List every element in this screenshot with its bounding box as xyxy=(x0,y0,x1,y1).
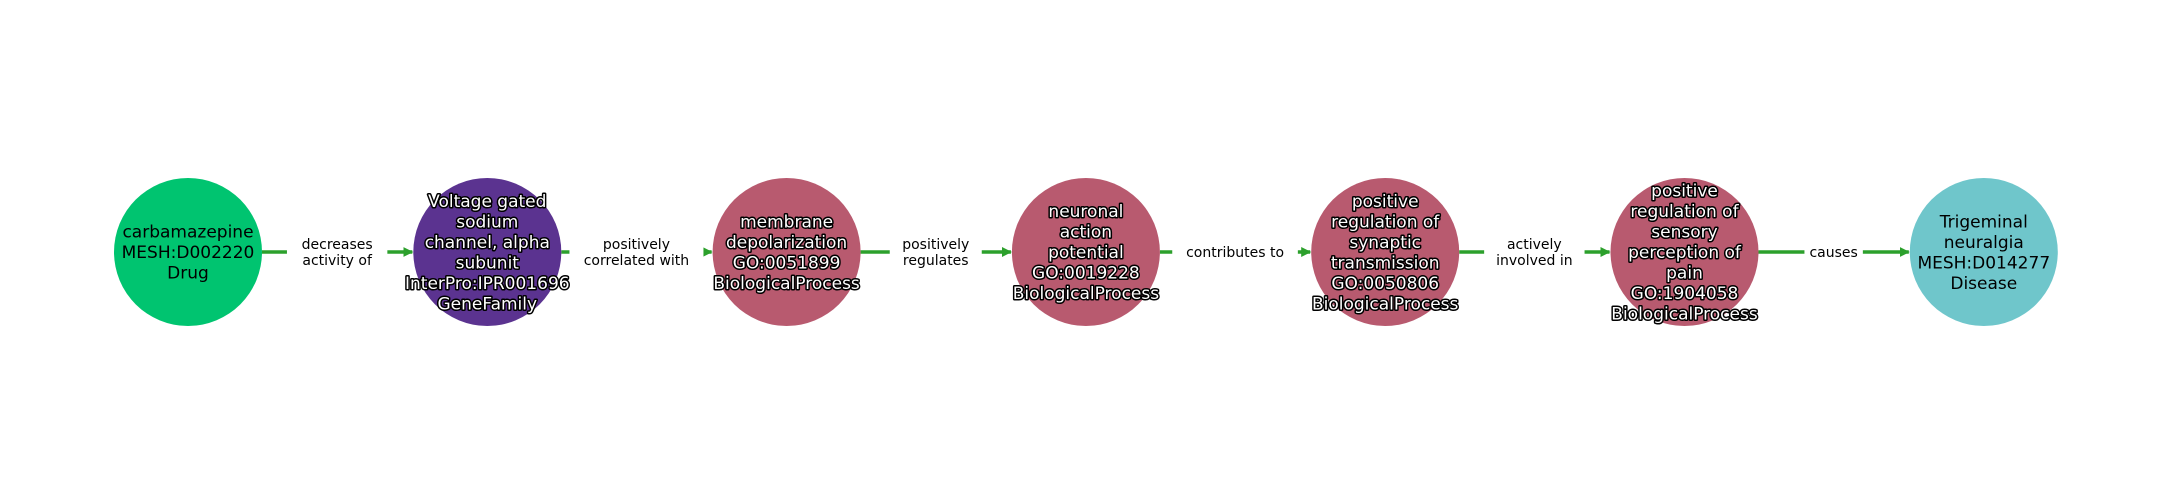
node-label-line: perception of xyxy=(1628,243,1742,263)
node-label-line: transmission xyxy=(1331,253,1440,273)
edge-label-line: activity of xyxy=(302,253,373,269)
edge-label-line: regulates xyxy=(903,253,969,269)
node-label-line: Disease xyxy=(1950,274,2017,294)
node-label-line: depolarization xyxy=(726,233,847,253)
node-label-line: BiologicalProcess xyxy=(1312,294,1459,314)
node-label-line: potential xyxy=(1048,243,1124,263)
edge-label-background xyxy=(889,234,982,270)
edge-label-background xyxy=(1172,242,1298,262)
node-circle xyxy=(114,178,262,326)
node-label-line: MESH:D002220 xyxy=(122,243,255,263)
node-label-line: GO:0050806 xyxy=(1331,274,1439,294)
node-label-line: channel, alpha xyxy=(425,233,550,253)
edge-label-line: positively xyxy=(603,237,670,253)
node-circle xyxy=(712,178,861,326)
edge-label: causes xyxy=(1809,245,1857,261)
edge-label-line: actively xyxy=(1507,237,1562,253)
node-circle xyxy=(1610,178,1759,326)
node-label-line: Trigeminal xyxy=(1939,212,2028,232)
node-label-line: positive xyxy=(1651,182,1718,202)
node-label-line: BiologicalProcess xyxy=(1611,305,1758,325)
node-label-line: BiologicalProcess xyxy=(713,274,860,294)
edge-label-background xyxy=(569,234,704,270)
node-label-line: synaptic xyxy=(1349,233,1421,253)
node-label-line: InterPro:IPR001696 xyxy=(405,274,570,294)
node-label-line: pain xyxy=(1666,264,1703,284)
node-label-line: action xyxy=(1060,223,1112,243)
edge-label-background xyxy=(1804,242,1863,262)
node-label-line: MESH:D014277 xyxy=(1917,253,2050,273)
node-circle xyxy=(1909,178,2058,326)
edge-label-background xyxy=(1484,234,1585,270)
node-label-line: membrane xyxy=(740,212,833,232)
node-label-line: BiologicalProcess xyxy=(1013,284,1160,304)
edge-label-line: causes xyxy=(1809,245,1857,261)
node-label-line: GO:1904058 xyxy=(1631,284,1739,304)
edge-label-line: decreases xyxy=(302,237,373,253)
edge-label-line: contributes to xyxy=(1186,245,1284,261)
node-circle xyxy=(1311,178,1460,326)
node-label-line: neuralgia xyxy=(1944,233,2024,253)
node-label-line: Drug xyxy=(167,264,209,284)
node-circle xyxy=(1011,178,1160,326)
node-label-line: Voltage gated xyxy=(428,192,546,212)
node-label-line: subunit xyxy=(456,253,520,273)
node-label-line: GeneFamily xyxy=(438,294,538,314)
node-label-line: regulation of xyxy=(1630,202,1739,222)
edge-label-line: positively xyxy=(902,237,969,253)
node-label-line: neuronal xyxy=(1048,202,1123,222)
edge-label-line: involved in xyxy=(1496,253,1573,269)
edge-label-line: correlated with xyxy=(584,253,689,269)
node-label-line: regulation of xyxy=(1331,212,1440,232)
node-circle xyxy=(413,178,562,326)
node-label-line: GO:0051899 xyxy=(733,253,841,273)
node-label-line: GO:0019228 xyxy=(1032,264,1140,284)
edge-label-background xyxy=(286,234,388,270)
edge-label: contributes to xyxy=(1186,245,1284,261)
node-label-line: carbamazepine xyxy=(122,223,253,243)
node-label-line: positive xyxy=(1352,192,1419,212)
node-label-line: sodium xyxy=(456,212,518,232)
node-label-line: sensory xyxy=(1651,223,1717,243)
